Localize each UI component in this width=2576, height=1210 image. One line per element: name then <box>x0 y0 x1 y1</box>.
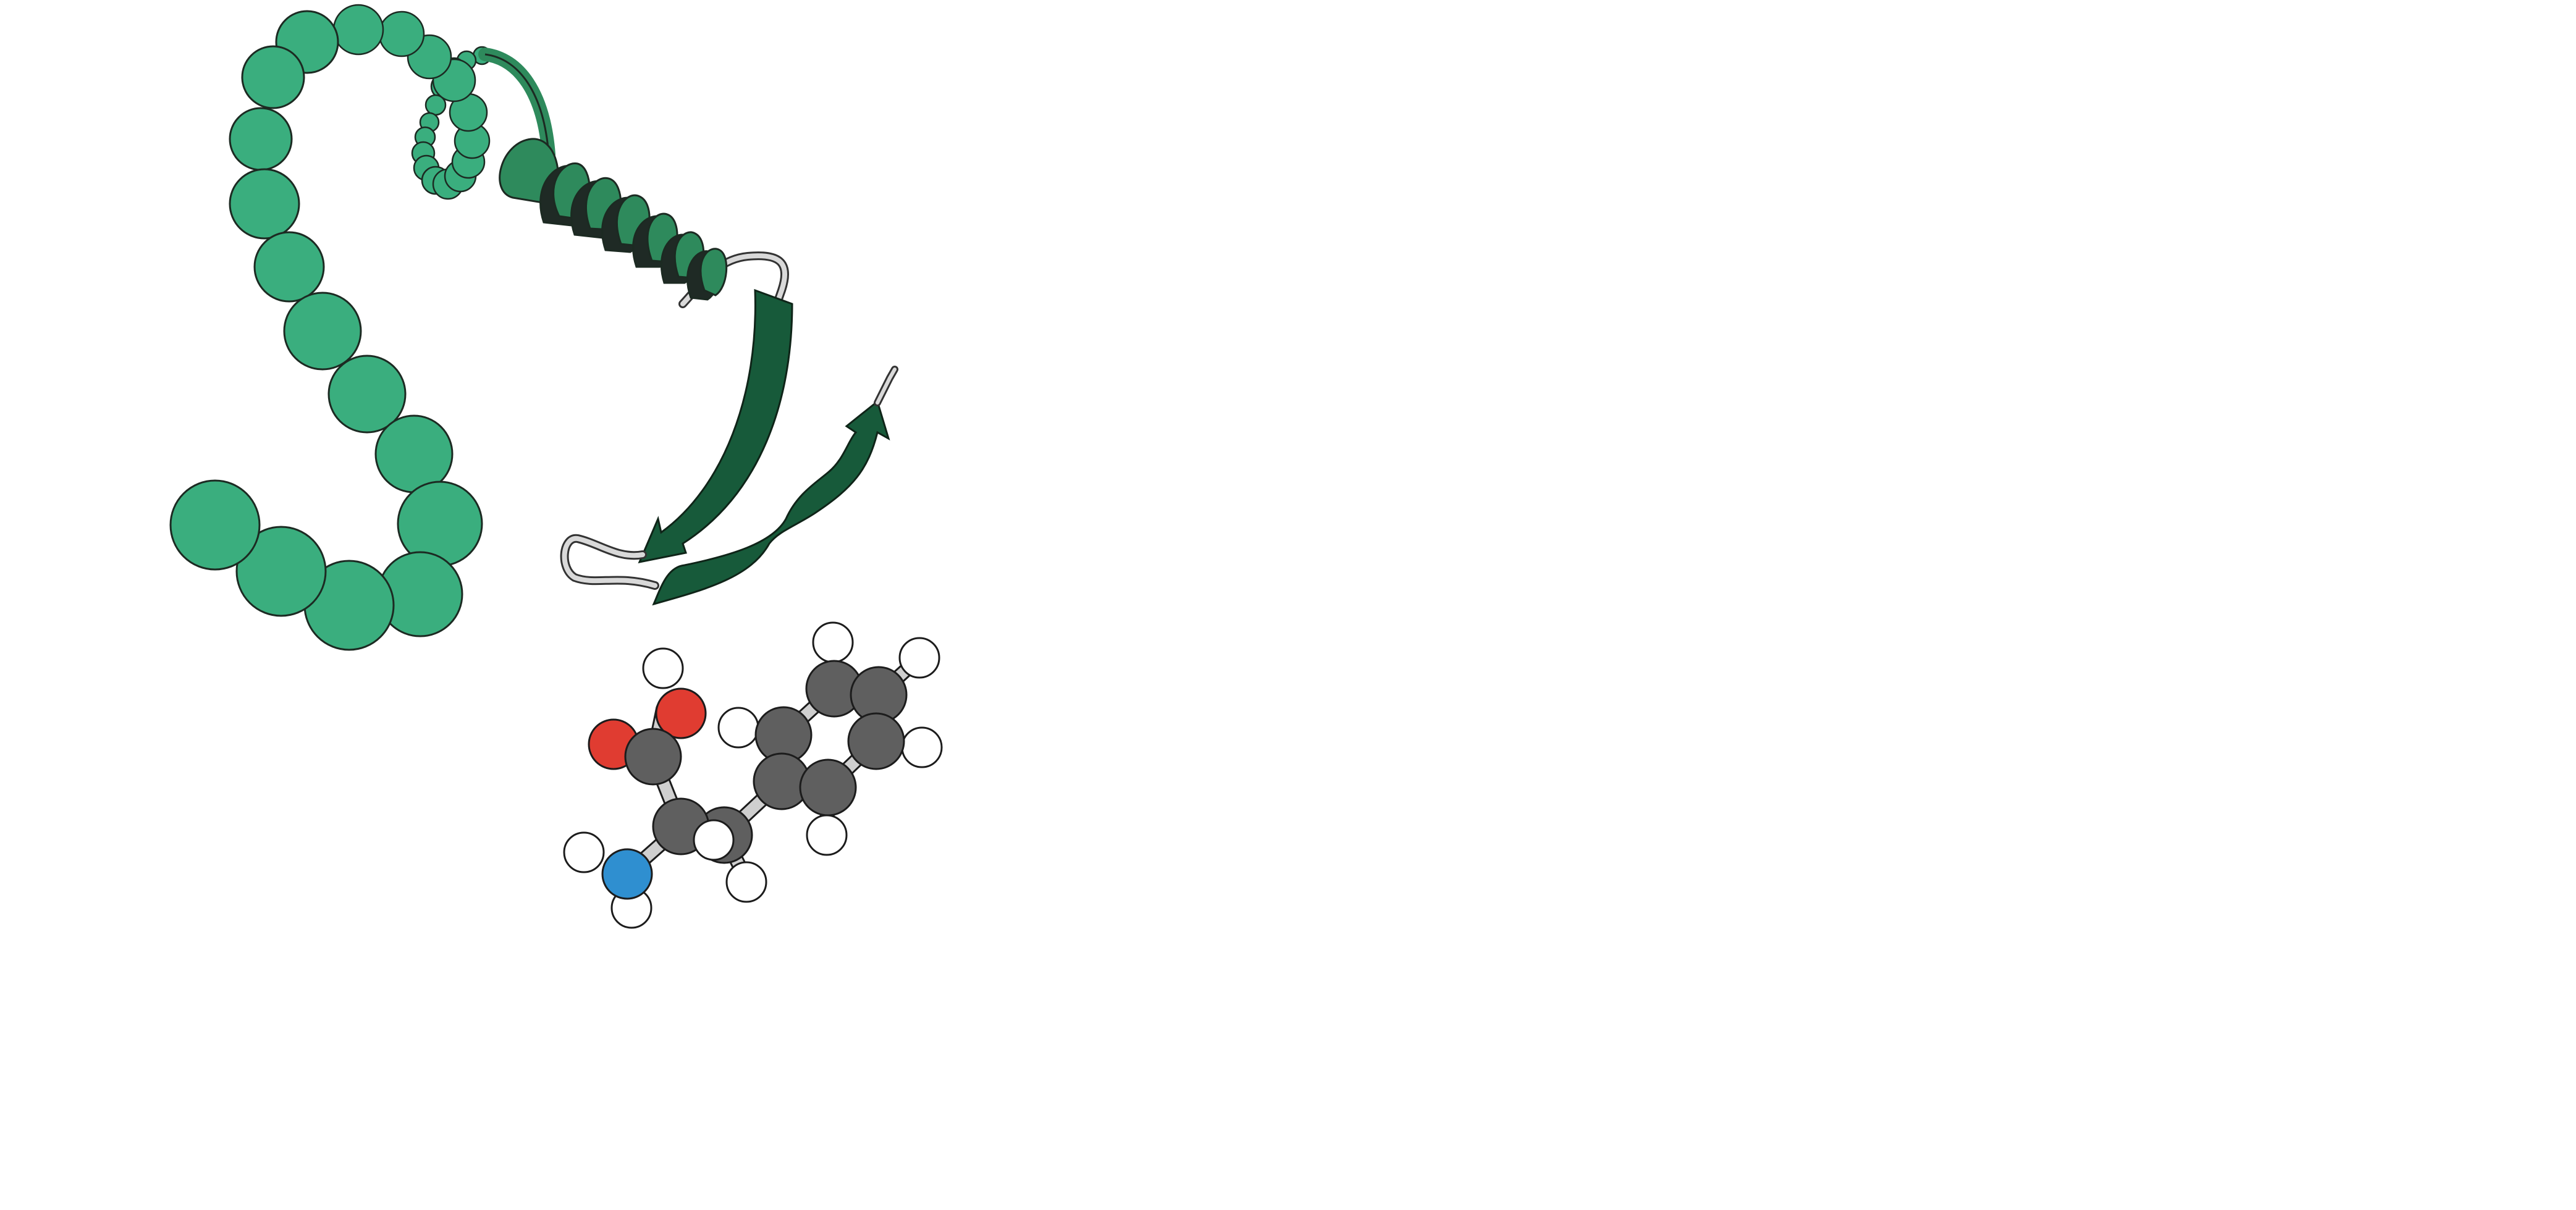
hydrogen-atom <box>806 814 848 856</box>
beta-strand-1 <box>638 288 793 564</box>
hydrogen-atom <box>901 726 943 768</box>
carbon-atom <box>847 712 905 770</box>
molecule-atoms <box>563 621 943 929</box>
hydrogen-atom <box>725 861 767 903</box>
hydrogen-atom <box>563 831 605 873</box>
hydrogen-atom <box>898 637 940 679</box>
hydrogen-atom <box>693 819 735 861</box>
beta-sheet <box>560 288 898 606</box>
oxygen-atom <box>655 687 707 739</box>
bead-chain <box>169 4 492 651</box>
hydrogen-atom <box>812 621 854 663</box>
beta-strand-2 <box>652 400 890 606</box>
carbon-atom <box>624 728 682 786</box>
hydrogen-atom <box>642 647 684 689</box>
hydrogen-atom <box>717 707 759 749</box>
carbon-atom <box>799 758 857 817</box>
alpha-helix <box>478 48 728 301</box>
nitrogen-atom <box>601 848 653 900</box>
helix-turns <box>499 138 728 301</box>
molecule <box>563 621 943 929</box>
bead-chain-tail <box>332 4 492 200</box>
